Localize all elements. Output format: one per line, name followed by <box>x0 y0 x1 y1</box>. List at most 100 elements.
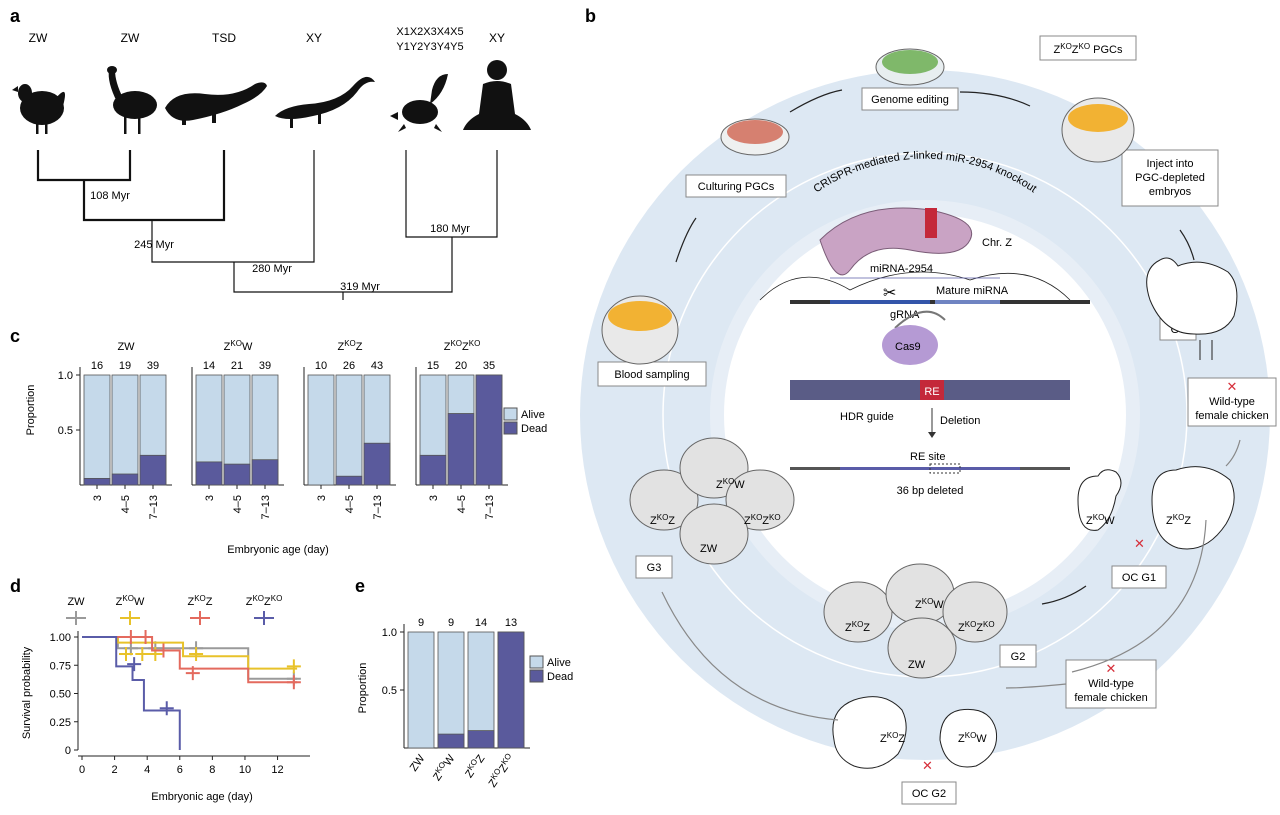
chart-c-ylabel: Proportion <box>25 385 37 436</box>
chromosome-z <box>819 207 972 276</box>
censor-mark <box>148 646 163 661</box>
bar-dead <box>83 477 111 486</box>
g3-egg-label-zkoz: ZKOZ <box>650 513 675 527</box>
node-label-319: 319 Myr <box>340 281 380 293</box>
bar-dead <box>497 631 525 749</box>
censor-mark <box>286 675 301 690</box>
bar-count-label: 13 <box>505 617 517 629</box>
box-wildtype-female-2: ✕ Wild-type female chicken <box>1065 659 1157 709</box>
bar-count-label: 15 <box>427 360 439 372</box>
re-label: RE <box>924 386 939 398</box>
chart-c-stacked-bars: Proportion Embryonic age (day) Alive Dea… <box>25 339 547 556</box>
g2-rooster-label: ZKOZ <box>880 731 905 745</box>
scissors-icon: ✂ <box>883 285 896 302</box>
hdr-guide-label: HDR guide <box>840 411 894 423</box>
bar-count-label: 9 <box>448 617 454 629</box>
panel-letter-e: e <box>355 576 365 596</box>
legend-swatch-dead <box>503 421 518 435</box>
bar-dead <box>475 374 503 486</box>
box-oc-g2: OC G2 <box>901 781 957 805</box>
svg-text:Inject into: Inject into <box>1146 158 1193 170</box>
bar-alive <box>335 374 363 486</box>
chart-e-xtick-label: ZKOW <box>430 751 458 783</box>
cycle-arrows-grey <box>661 439 1241 721</box>
cas9-label: Cas9 <box>895 341 921 353</box>
chart-c-xtick-label: 4–5 <box>456 495 468 513</box>
censor-mark <box>138 630 153 644</box>
chart-d-xtick-label: 10 <box>239 764 251 776</box>
chart-d-ytick-label: 1.00 <box>50 632 71 644</box>
cross-icon-1: ✕ <box>1227 379 1238 394</box>
svg-text:Wild-type: Wild-type <box>1088 678 1134 690</box>
cross-icon-2: ✕ <box>1106 661 1117 676</box>
re-site-label: RE site <box>910 451 945 463</box>
chart-c-group-title: ZKOZ <box>337 339 362 353</box>
bar-alive <box>111 374 139 486</box>
censor-mark <box>119 646 133 661</box>
chart-e-xtick-label: ZKOZ <box>462 751 488 780</box>
chart-e-ylabel: Proportion <box>357 663 369 714</box>
deleted-label: 36 bp deleted <box>897 485 964 497</box>
g3-egg-label-zw: ZW <box>700 543 718 555</box>
chart-c-ytick-label: 1.0 <box>58 370 73 382</box>
phylogenetic-tree <box>36 150 498 300</box>
taxon-label-crocodile: TSD <box>212 31 236 45</box>
g3-eggs-cluster <box>629 437 795 565</box>
svg-text:embryos: embryos <box>1149 186 1192 198</box>
survival-line <box>82 636 298 670</box>
chart-c-group-title: ZW <box>117 341 135 353</box>
bar-count-label: 19 <box>119 360 131 372</box>
panel-letter-b: b <box>585 6 596 26</box>
bar-dead <box>419 454 447 486</box>
legend-swatch-alive <box>503 407 518 421</box>
chart-c-xtick-label: 4–5 <box>232 495 244 513</box>
egg-injection-icon <box>1061 97 1135 163</box>
panel-letter-a: a <box>10 6 21 26</box>
chart-c-legend: Alive Dead <box>503 407 547 435</box>
cross-icon-g1: ✕ <box>1134 536 1145 551</box>
node-label-108: 108 Myr <box>90 190 130 202</box>
svg-text:Wild-type: Wild-type <box>1209 396 1255 408</box>
taxon-label-platypus-x: X1X2X3X4X5 <box>396 26 463 38</box>
box-zkozko-pgcs-label: ZKOZKO PGCs <box>1054 42 1123 56</box>
bar-dead <box>223 463 251 486</box>
box-culturing-pgcs: Culturing PGCs <box>685 174 787 198</box>
survival-line <box>82 636 298 684</box>
chart-d-survival-curves: Survival probability Embryonic age (day)… <box>21 594 310 803</box>
chart-c-group-title: ZKOZKO <box>444 339 481 353</box>
svg-text:female chicken: female chicken <box>1195 410 1268 422</box>
box-zkozko-pgcs: ZKOZKO PGCs <box>1039 35 1137 61</box>
bar-count-label: 35 <box>483 360 495 372</box>
node-label-180: 180 Myr <box>430 223 470 235</box>
censor-mark <box>135 646 150 661</box>
mature-mirna-label: Mature miRNA <box>936 285 1009 297</box>
chart-c-xtick-label: 7–13 <box>260 495 272 519</box>
box-wildtype-female-1: ✕ Wild-type female chicken <box>1187 377 1277 427</box>
chicken-silhouette-icon <box>12 84 65 134</box>
crocodile-silhouette-icon <box>165 82 267 125</box>
g2-eggs-cluster <box>823 563 1008 679</box>
platypus-silhouette-icon <box>390 74 448 132</box>
svg-text:PGC-depleted: PGC-depleted <box>1135 172 1205 184</box>
chart-d-ytick-label: 0.25 <box>50 717 71 729</box>
bar-dead <box>467 730 495 749</box>
svg-text:OC G1: OC G1 <box>1122 572 1156 584</box>
svg-text:Blood sampling: Blood sampling <box>614 369 689 381</box>
censor-mark <box>185 666 200 681</box>
rooster-g1-icon <box>1151 466 1235 550</box>
bar-count-label: 21 <box>231 360 243 372</box>
chart-c-xtick-label: 7–13 <box>372 495 384 519</box>
bar-alive <box>437 631 465 749</box>
svg-text:Culturing PGCs: Culturing PGCs <box>698 181 775 193</box>
g1-hen-label: ZKOW <box>1086 513 1115 527</box>
bar-count-label: 16 <box>91 360 103 372</box>
legend-swatch-dead <box>529 669 544 683</box>
rooster-g2-icon <box>832 696 907 769</box>
chart-d-legend-label: ZKOZ <box>187 594 212 608</box>
panel-letter-d: d <box>10 576 21 596</box>
legend-label-alive: Alive <box>547 657 571 669</box>
chart-d-ytick-label: 0.50 <box>50 689 71 701</box>
bar-count-label: 9 <box>418 617 424 629</box>
chr-z-label: Chr. Z <box>982 237 1012 249</box>
